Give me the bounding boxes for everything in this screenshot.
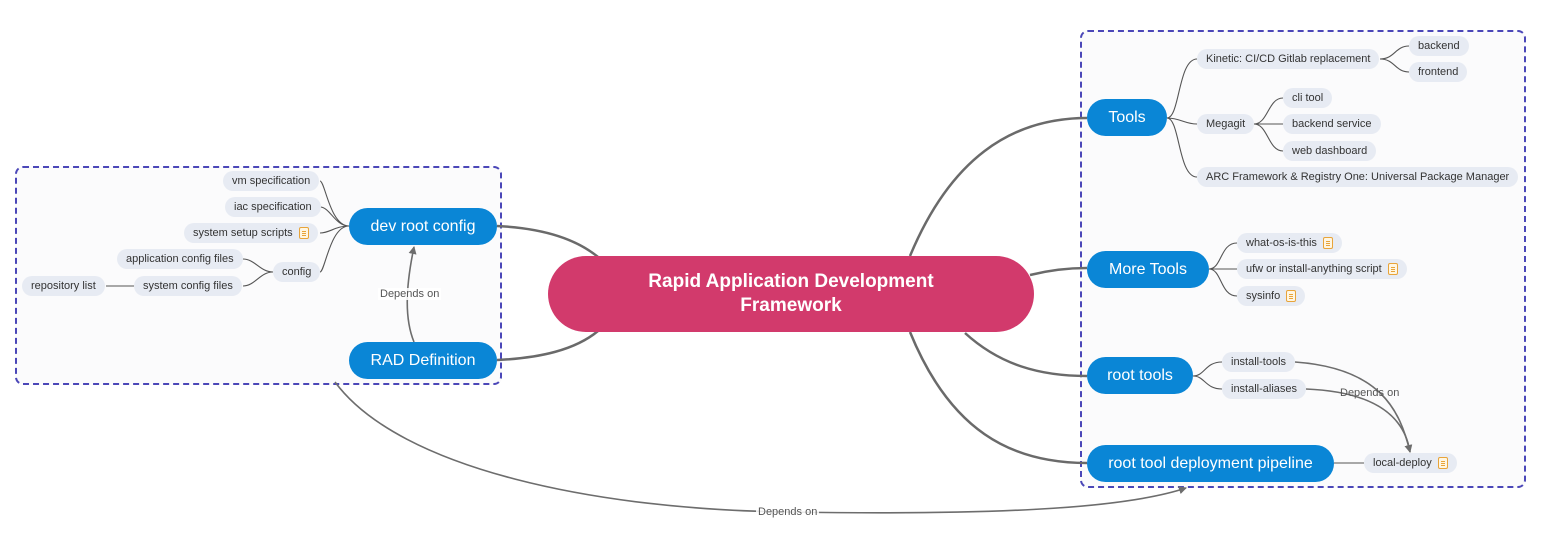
subtopic-label: sysinfo (1246, 290, 1281, 302)
subtopic-label: repository list (31, 280, 96, 292)
connector-megagit-children (1253, 97, 1284, 152)
topic-tools-label: Tools (1108, 108, 1146, 126)
subtopic-what-os-is-this[interactable]: what-os-is-this (1237, 233, 1342, 253)
subtopic-label: local-deploy (1373, 457, 1432, 469)
subtopic-label: cli tool (1292, 92, 1324, 104)
relationship-rad-pipeline (334, 381, 1187, 514)
subtopic-label: iac specification (234, 201, 312, 213)
topic-root-tools-label: root tools (1107, 366, 1173, 384)
topic-more-tools[interactable]: More Tools (1087, 251, 1209, 288)
topic-more-tools-label: More Tools (1109, 260, 1187, 278)
topic-tools[interactable]: Tools (1087, 99, 1167, 136)
subtopic-ufw-install-anything[interactable]: ufw or install-anything script (1237, 259, 1407, 279)
subtopic-sysinfo[interactable]: sysinfo (1237, 286, 1306, 306)
subtopic-label: backend service (1292, 118, 1372, 130)
connector-tools-children (1166, 58, 1198, 178)
connector-more-tools-children (1208, 242, 1238, 297)
subtopic-application-config-files[interactable]: application config files (117, 249, 243, 269)
subtopic-label: Kinetic: CI/CD Gitlab replacement (1206, 53, 1371, 65)
note-icon[interactable] (1387, 263, 1398, 275)
subtopic-backend-service[interactable]: backend service (1283, 114, 1381, 134)
topic-root-tools[interactable]: root tools (1087, 357, 1193, 394)
topic-pipeline-label: root tool deployment pipeline (1108, 454, 1313, 472)
subtopic-frontend[interactable]: frontend (1409, 62, 1468, 82)
subtopic-label: web dashboard (1292, 145, 1368, 157)
topic-rad-definition[interactable]: RAD Definition (349, 342, 497, 379)
note-icon[interactable] (1437, 457, 1448, 469)
central-topic-line-1: Rapid Application Development (648, 271, 934, 292)
subtopic-config[interactable]: config (273, 262, 321, 282)
topic-dev-root-config-label: dev root config (370, 217, 476, 235)
subtopic-label: backend (1418, 40, 1460, 52)
subtopic-label: ufw or install-anything script (1246, 263, 1382, 275)
note-icon[interactable] (1286, 290, 1297, 302)
relationship-install-aliases-local-deploy (1305, 388, 1411, 453)
subtopic-kinetic[interactable]: Kinetic: CI/CD Gitlab replacement (1197, 49, 1380, 69)
relationship-rad-dev-root (406, 246, 417, 343)
subtopic-label: install-tools (1231, 356, 1287, 368)
subtopic-label: frontend (1418, 66, 1459, 78)
subtopic-vm-specification[interactable]: vm specification (223, 171, 320, 191)
subtopic-megagit[interactable]: Megagit (1197, 114, 1255, 134)
subtopic-label: what-os-is-this (1246, 237, 1317, 249)
central-topic-line-2: Framework (740, 295, 842, 316)
topic-root-tool-deployment-pipeline[interactable]: root tool deployment pipeline (1087, 445, 1334, 482)
subtopic-arc-framework[interactable]: ARC Framework & Registry One: Universal … (1197, 167, 1519, 187)
connector-central-root-tools (964, 332, 1088, 378)
connector-central-pipeline (908, 331, 1088, 465)
connector-config-children (242, 258, 274, 287)
connector-central-dev-root (496, 224, 599, 258)
central-topic[interactable]: Rapid Application Development Framework (548, 256, 1034, 332)
note-icon[interactable] (298, 227, 309, 239)
connector-central-more-tools (1029, 266, 1088, 277)
subtopic-label: ARC Framework & Registry One: Universal … (1206, 171, 1510, 183)
relationship-label-root-tools-local-deploy[interactable]: Depends on (1340, 387, 1400, 399)
subtopic-cli-tool[interactable]: cli tool (1283, 88, 1333, 108)
subtopic-label: system config files (143, 280, 233, 292)
subtopic-iac-specification[interactable]: iac specification (225, 197, 321, 217)
subtopic-label: system setup scripts (193, 227, 293, 239)
subtopic-backend[interactable]: backend (1409, 36, 1469, 56)
subtopic-web-dashboard[interactable]: web dashboard (1283, 141, 1377, 161)
subtopic-label: install-aliases (1231, 383, 1298, 395)
connector-dev-root-children (319, 180, 350, 273)
subtopic-local-deploy[interactable]: local-deploy (1364, 453, 1457, 473)
relationship-install-tools-local-deploy (1294, 361, 1413, 453)
subtopic-install-tools[interactable]: install-tools (1222, 352, 1296, 372)
topic-dev-root-config[interactable]: dev root config (349, 208, 497, 245)
connector-central-rad (496, 330, 599, 362)
subtopic-label: application config files (126, 253, 234, 265)
subtopic-label: vm specification (232, 175, 311, 187)
connector-central-tools (908, 116, 1088, 257)
connector-root-tools-children (1192, 361, 1223, 390)
connector-kinetic-children (1379, 45, 1410, 73)
note-icon[interactable] (1322, 237, 1333, 249)
subtopic-system-setup-scripts[interactable]: system setup scripts (184, 223, 318, 243)
subtopic-system-config-files[interactable]: system config files (134, 276, 242, 296)
subtopic-label: Megagit (1206, 118, 1246, 130)
subtopic-label: config (282, 266, 312, 278)
subtopic-repository-list[interactable]: repository list (22, 276, 105, 296)
relationship-label-rad-dev-root[interactable]: Depends on (378, 288, 442, 300)
topic-rad-definition-label: RAD Definition (370, 351, 476, 369)
relationship-label-rad-pipeline[interactable]: Depends on (756, 506, 820, 518)
subtopic-install-aliases[interactable]: install-aliases (1222, 379, 1307, 399)
